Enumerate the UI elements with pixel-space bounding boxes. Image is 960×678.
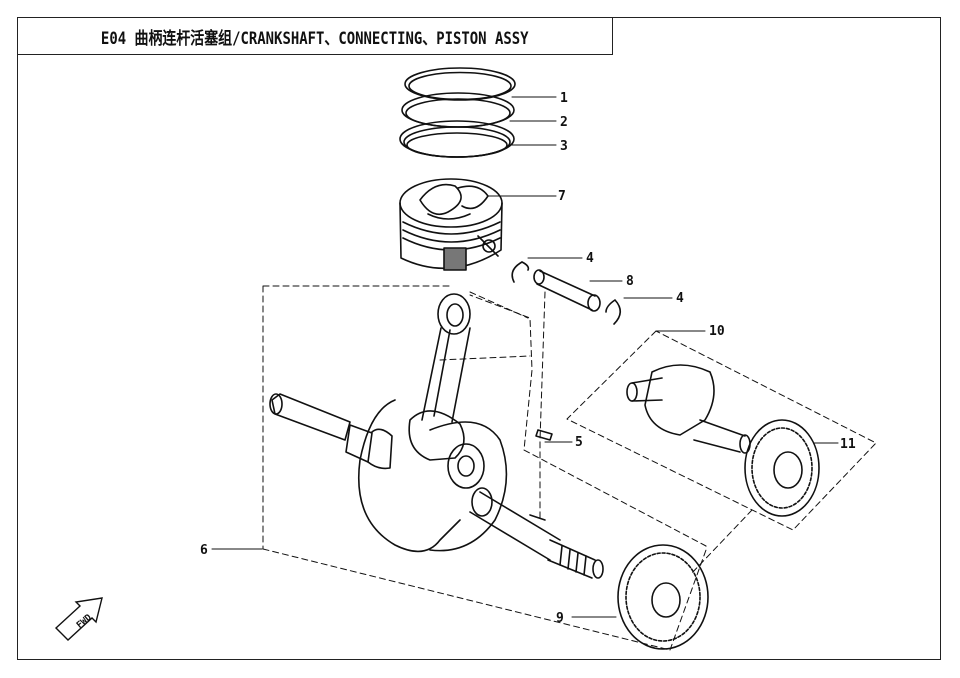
callout-9: 9 (556, 611, 564, 626)
title-block: E04 曲柄连杆活塞组/CRANKSHAFT、CONNECTING、PISTON… (17, 17, 613, 55)
callout-8: 8 (626, 274, 634, 289)
callout-11: 11 (840, 437, 856, 452)
callout-5: 5 (575, 435, 583, 450)
callout-4-lower: 4 (676, 291, 684, 306)
callout-2: 2 (560, 115, 568, 130)
diagram-title: E04 曲柄连杆活塞组/CRANKSHAFT、CONNECTING、PISTON… (101, 28, 529, 49)
piston-ring-1 (404, 67, 516, 101)
callout-3: 3 (560, 139, 568, 154)
callout-7: 7 (558, 189, 566, 204)
woodruff-key (535, 429, 553, 441)
connecting-rod (408, 293, 471, 461)
piston-ring-2 (401, 92, 515, 128)
leader-lines (211, 96, 839, 618)
balancer-gear (744, 419, 820, 517)
callout-10: 10 (709, 324, 725, 339)
fwd-label: FWD (75, 612, 94, 630)
callout-4-upper: 4 (586, 251, 594, 266)
piston-ring-3 (399, 120, 515, 158)
piston (399, 178, 503, 271)
piston-pin (533, 269, 601, 312)
circlip-left (511, 261, 530, 283)
forward-direction-icon: FWD (54, 597, 103, 641)
crankshaft (269, 393, 604, 579)
circlip-right (605, 299, 622, 325)
callout-6: 6 (200, 543, 208, 558)
crankshaft-gear (617, 544, 709, 650)
callout-1: 1 (560, 91, 568, 106)
assembly-outlines (262, 285, 877, 651)
balancer-shaft (626, 364, 751, 454)
